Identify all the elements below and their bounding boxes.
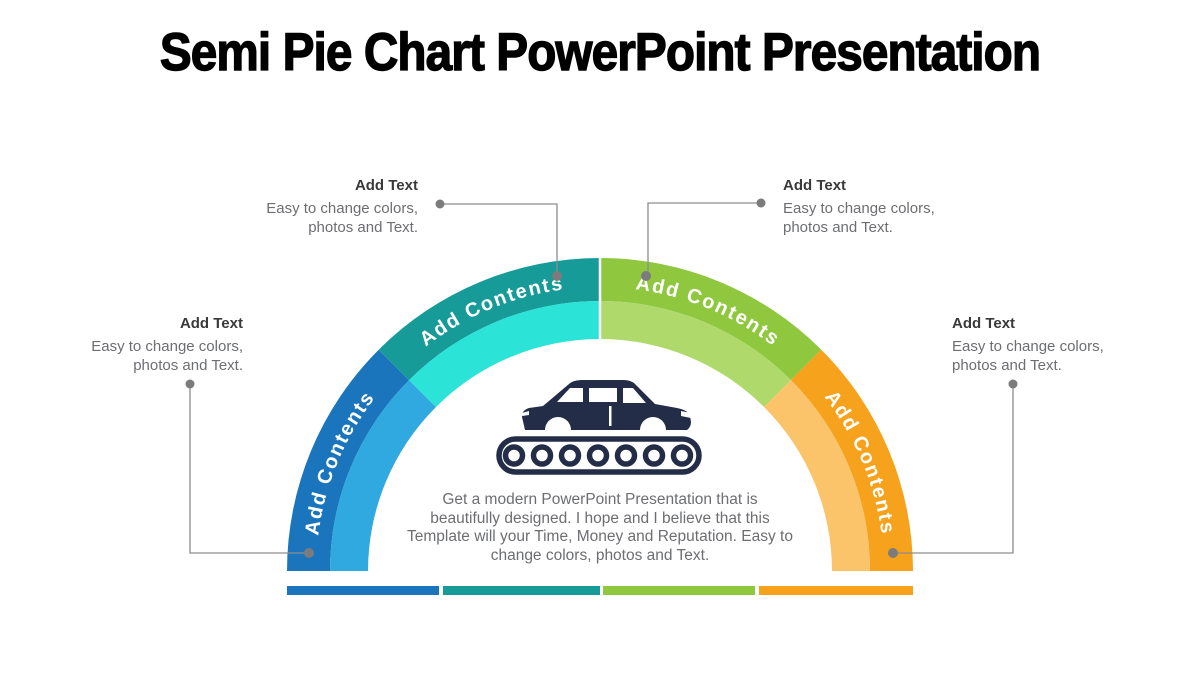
- segment-orange-inner: [764, 380, 870, 571]
- conveyor-belt: [496, 436, 702, 475]
- segment-orange: [764, 349, 913, 571]
- callout-body: Easy to change colors, photos and Text.: [91, 338, 243, 374]
- segment-blue-outer: [287, 349, 410, 571]
- footer-bar-blue: [287, 586, 439, 595]
- conveyor-roller: [586, 444, 610, 467]
- center-description: Get a modern PowerPoint Presentation tha…: [407, 491, 793, 564]
- car-door-window: [589, 388, 617, 402]
- segment-orange-outer: [790, 349, 913, 571]
- callout-body: Easy to change colors, photos and Text.: [952, 338, 1104, 374]
- footer-bar-green: [603, 586, 755, 595]
- segment-green: [600, 258, 822, 407]
- segment-teal-inner: [409, 301, 600, 407]
- callout-heading: Add Text: [179, 315, 243, 332]
- conveyor-roller: [530, 444, 554, 467]
- connector-top-left: [435, 199, 562, 281]
- connector-dot: [641, 271, 651, 281]
- callout-heading: Add Text: [952, 315, 1016, 332]
- segment-blue: [287, 349, 436, 571]
- connector-line: [896, 384, 1014, 554]
- footer-color-bars: [287, 586, 913, 595]
- callout-right: Add Text Easy to change colors, photos a…: [952, 314, 1104, 375]
- connector-dot: [185, 379, 195, 389]
- connector-dot: [1008, 379, 1018, 389]
- car-on-conveyor-icon: [496, 380, 702, 475]
- connector-line: [647, 202, 761, 274]
- connector-dot: [552, 271, 562, 281]
- footer-bar-teal: [443, 586, 600, 595]
- connector-top-right: [641, 198, 766, 281]
- connector-dot: [304, 548, 314, 558]
- connector-dot: [756, 198, 766, 208]
- callout-left: Add Text Easy to change colors, photos a…: [91, 314, 243, 375]
- conveyor-roller: [502, 444, 526, 467]
- car-rear-window: [557, 388, 583, 402]
- conveyor-roller: [558, 444, 582, 467]
- callout-heading: Add Text: [783, 177, 847, 194]
- slide-title: Semi Pie Chart PowerPoint Presentation: [159, 22, 1041, 82]
- callout-heading: Add Text: [354, 177, 418, 194]
- connector-line: [189, 384, 306, 554]
- callout-body: Easy to change colors, photos and Text.: [266, 200, 418, 236]
- segment-green-outer: [600, 258, 822, 381]
- car-windshield: [623, 388, 646, 403]
- car-silhouette: [522, 380, 691, 430]
- callout-body: Easy to change colors, photos and Text.: [783, 200, 935, 236]
- conveyor-roller: [614, 444, 638, 467]
- segment-teal: [378, 258, 600, 407]
- callout-top-left: Add Text Easy to change colors, photos a…: [266, 176, 418, 237]
- connector-right: [888, 379, 1018, 558]
- segment-blue-inner: [330, 380, 436, 571]
- conveyor-roller: [670, 444, 694, 467]
- segment-green-inner: [600, 301, 791, 407]
- car-door-seam: [609, 406, 612, 426]
- segment-teal-outer: [378, 258, 600, 381]
- car-taillight: [522, 411, 529, 416]
- car-body: [522, 380, 691, 430]
- callout-top-right: Add Text Easy to change colors, photos a…: [783, 176, 935, 237]
- conveyor-roller: [642, 444, 666, 467]
- car-headlight: [681, 411, 691, 418]
- connector-left: [185, 379, 314, 558]
- connector-line: [440, 203, 558, 274]
- connector-dot: [888, 548, 898, 558]
- footer-bar-orange: [759, 586, 913, 595]
- connector-dot: [435, 199, 445, 209]
